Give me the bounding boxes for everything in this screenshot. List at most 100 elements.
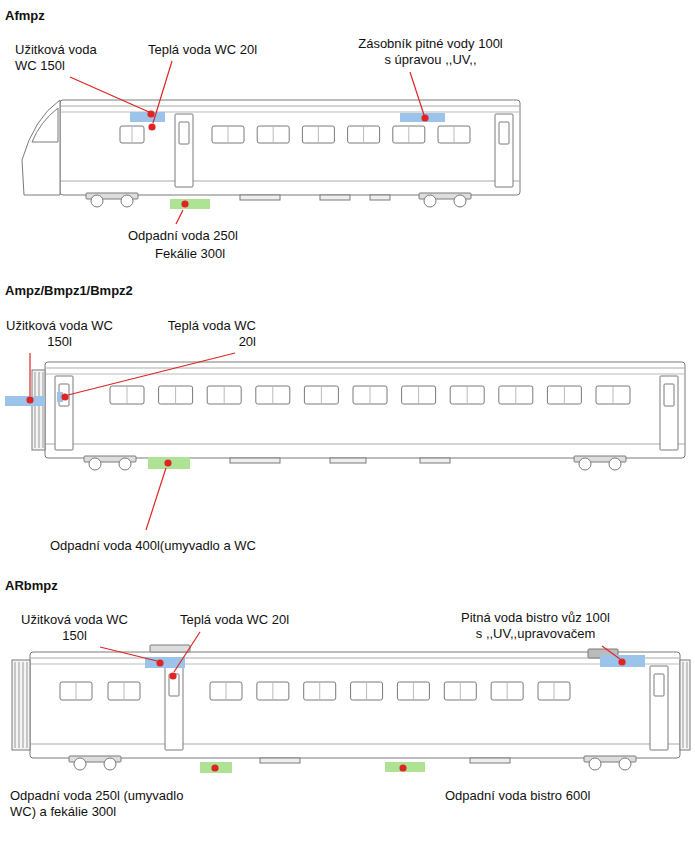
floor-line [45, 444, 685, 445]
window-divider [272, 682, 273, 700]
window [491, 682, 523, 700]
window [210, 682, 242, 700]
water-tank [400, 113, 445, 122]
window-divider [507, 682, 508, 700]
window [444, 682, 476, 700]
window-divider [366, 682, 367, 700]
underfloor-equipment [420, 458, 450, 463]
underfloor-equipment [470, 758, 510, 763]
window [110, 386, 144, 404]
gangway-fold [19, 662, 20, 748]
window [304, 386, 338, 404]
leader-line [100, 647, 157, 661]
driver-cab-nose [22, 100, 60, 195]
water-tank-label: Zásobník pitné vody 100l s úpravou ,,UV,… [357, 36, 504, 68]
window [60, 682, 92, 700]
underfloor-equipment [240, 195, 280, 200]
window-divider [175, 386, 176, 404]
tank-markers [26, 110, 625, 771]
leader-line [153, 61, 172, 123]
window-divider [318, 126, 319, 143]
underfloor-equipment [320, 195, 350, 200]
marker-dot [148, 123, 155, 130]
gangway-fold [39, 372, 40, 448]
window [538, 682, 570, 700]
window-divider [319, 682, 320, 700]
water-tank-label: Teplá voda WC 20l [180, 612, 289, 628]
gangway-fold [43, 372, 44, 448]
window-divider [76, 682, 77, 700]
roof-line [45, 368, 685, 369]
marker-dot [618, 658, 625, 665]
marker-dot [147, 110, 154, 117]
water-tank [148, 457, 190, 469]
leader-line [176, 210, 183, 224]
wheel [74, 758, 86, 770]
window-divider [273, 126, 274, 143]
wheel [121, 195, 133, 207]
car-body [30, 652, 680, 758]
window [108, 682, 140, 700]
car-side-view [32, 362, 685, 470]
car-side-view [12, 645, 690, 770]
floor-line [30, 744, 680, 745]
water-tank [5, 396, 45, 406]
window [499, 386, 533, 404]
marker-dot [164, 459, 171, 466]
window-divider [124, 682, 125, 700]
gangway-fold [687, 662, 688, 748]
window [393, 126, 425, 143]
floor-line [60, 181, 520, 182]
door-window [179, 122, 189, 144]
wheel [609, 458, 621, 470]
water-tank [200, 762, 232, 773]
marker-dot [211, 764, 218, 771]
roof-line [60, 106, 520, 107]
water-tank-label: Odpadní voda 400l(umyvadlo a WC [50, 538, 256, 554]
marker-dot [399, 764, 406, 771]
leader-line [29, 353, 30, 396]
water-tank-label: Odpadní voda 250l (umyvadlo WC) a fekáli… [10, 788, 186, 820]
window [304, 682, 336, 700]
window-divider [564, 386, 565, 404]
window [596, 386, 630, 404]
water-tank-label: Pitná voda bistro vůz 100l s ,,UV,,uprav… [460, 610, 611, 642]
gangway-fold [15, 662, 16, 748]
window-divider [613, 386, 614, 404]
door-window [664, 384, 674, 406]
window [348, 126, 380, 143]
water-tank-label: Odpadní voda bistro 600l [445, 788, 590, 804]
marker-dot [26, 396, 33, 403]
water-tank-label: Teplá voda WC 20l [165, 318, 256, 350]
gangway-fold [27, 662, 28, 748]
gangway-fold [35, 372, 36, 448]
marker-dot [169, 672, 176, 679]
window-divider [272, 386, 273, 404]
door [55, 376, 73, 450]
window-divider [226, 682, 227, 700]
door [495, 114, 513, 187]
water-tanks [5, 112, 645, 773]
water-tank [170, 199, 210, 209]
window [212, 126, 244, 143]
door-window [654, 674, 664, 696]
window-divider [515, 386, 516, 404]
window [450, 386, 484, 404]
marker-dot [156, 659, 163, 666]
gangway [32, 370, 45, 450]
door-window [499, 122, 509, 144]
window-divider [408, 126, 409, 143]
window [120, 126, 144, 143]
marker-dot [421, 114, 428, 121]
window [351, 682, 383, 700]
window [302, 126, 334, 143]
gangway [680, 660, 690, 750]
window [207, 386, 241, 404]
marker-dot [61, 393, 68, 400]
car-type-heading: ARbmpz [5, 578, 58, 594]
window [159, 386, 193, 404]
door [650, 666, 668, 750]
leader-line [70, 77, 149, 112]
wheel [424, 195, 436, 207]
